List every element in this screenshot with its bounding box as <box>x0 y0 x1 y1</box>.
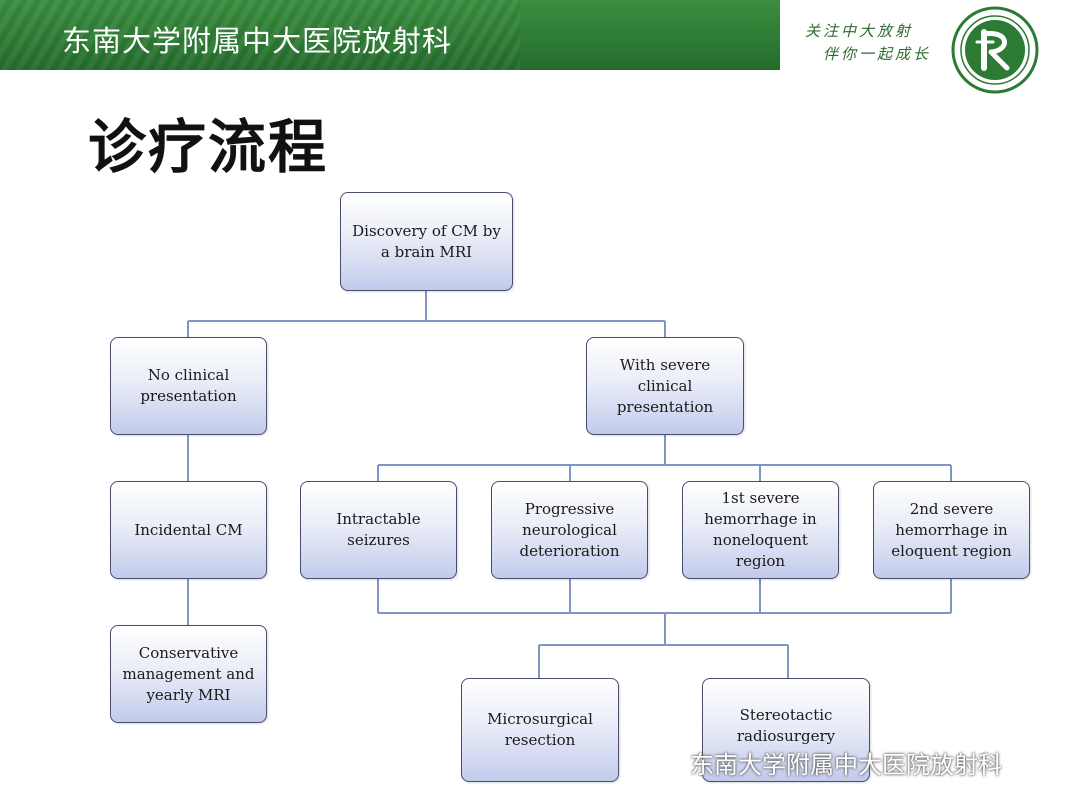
wechat-icon <box>643 749 681 775</box>
node-microsurgical: Microsurgical resection <box>461 678 619 782</box>
wechat-watermark: 东南大学附属中大医院放射科 <box>642 745 1002 780</box>
department-logo-icon <box>951 6 1039 94</box>
node-severe-clinical: With severe clinical presentation <box>586 337 744 435</box>
node-second-hemorrhage: 2nd severe hemorrhage in eloquent region <box>873 481 1030 579</box>
slogan-line-1: 关注中大放射 <box>805 22 914 40</box>
node-progressive: Progressive neurological deterioration <box>491 481 648 579</box>
node-discovery: Discovery of CM by a brain MRI <box>340 192 513 291</box>
slogan-line-2: 伴你一起成长 <box>823 45 932 63</box>
node-stereotactic: Stereotactic radiosurgery <box>702 678 870 782</box>
node-seizures: Intractable seizures <box>300 481 457 579</box>
page-title: 诊疗流程 <box>88 113 329 181</box>
watermark-text: 东南大学附属中大医院放射科 <box>690 751 1002 779</box>
node-incidental: Incidental CM <box>110 481 267 579</box>
node-conservative: Conservative management and yearly MRI <box>110 625 267 723</box>
header-title: 东南大学附属中大医院放射科 <box>62 24 453 58</box>
node-first-hemorrhage: 1st severe hemorrhage in noneloquent reg… <box>682 481 839 579</box>
header-texture <box>0 0 520 70</box>
node-no-clinical: No clinical presentation <box>110 337 267 435</box>
